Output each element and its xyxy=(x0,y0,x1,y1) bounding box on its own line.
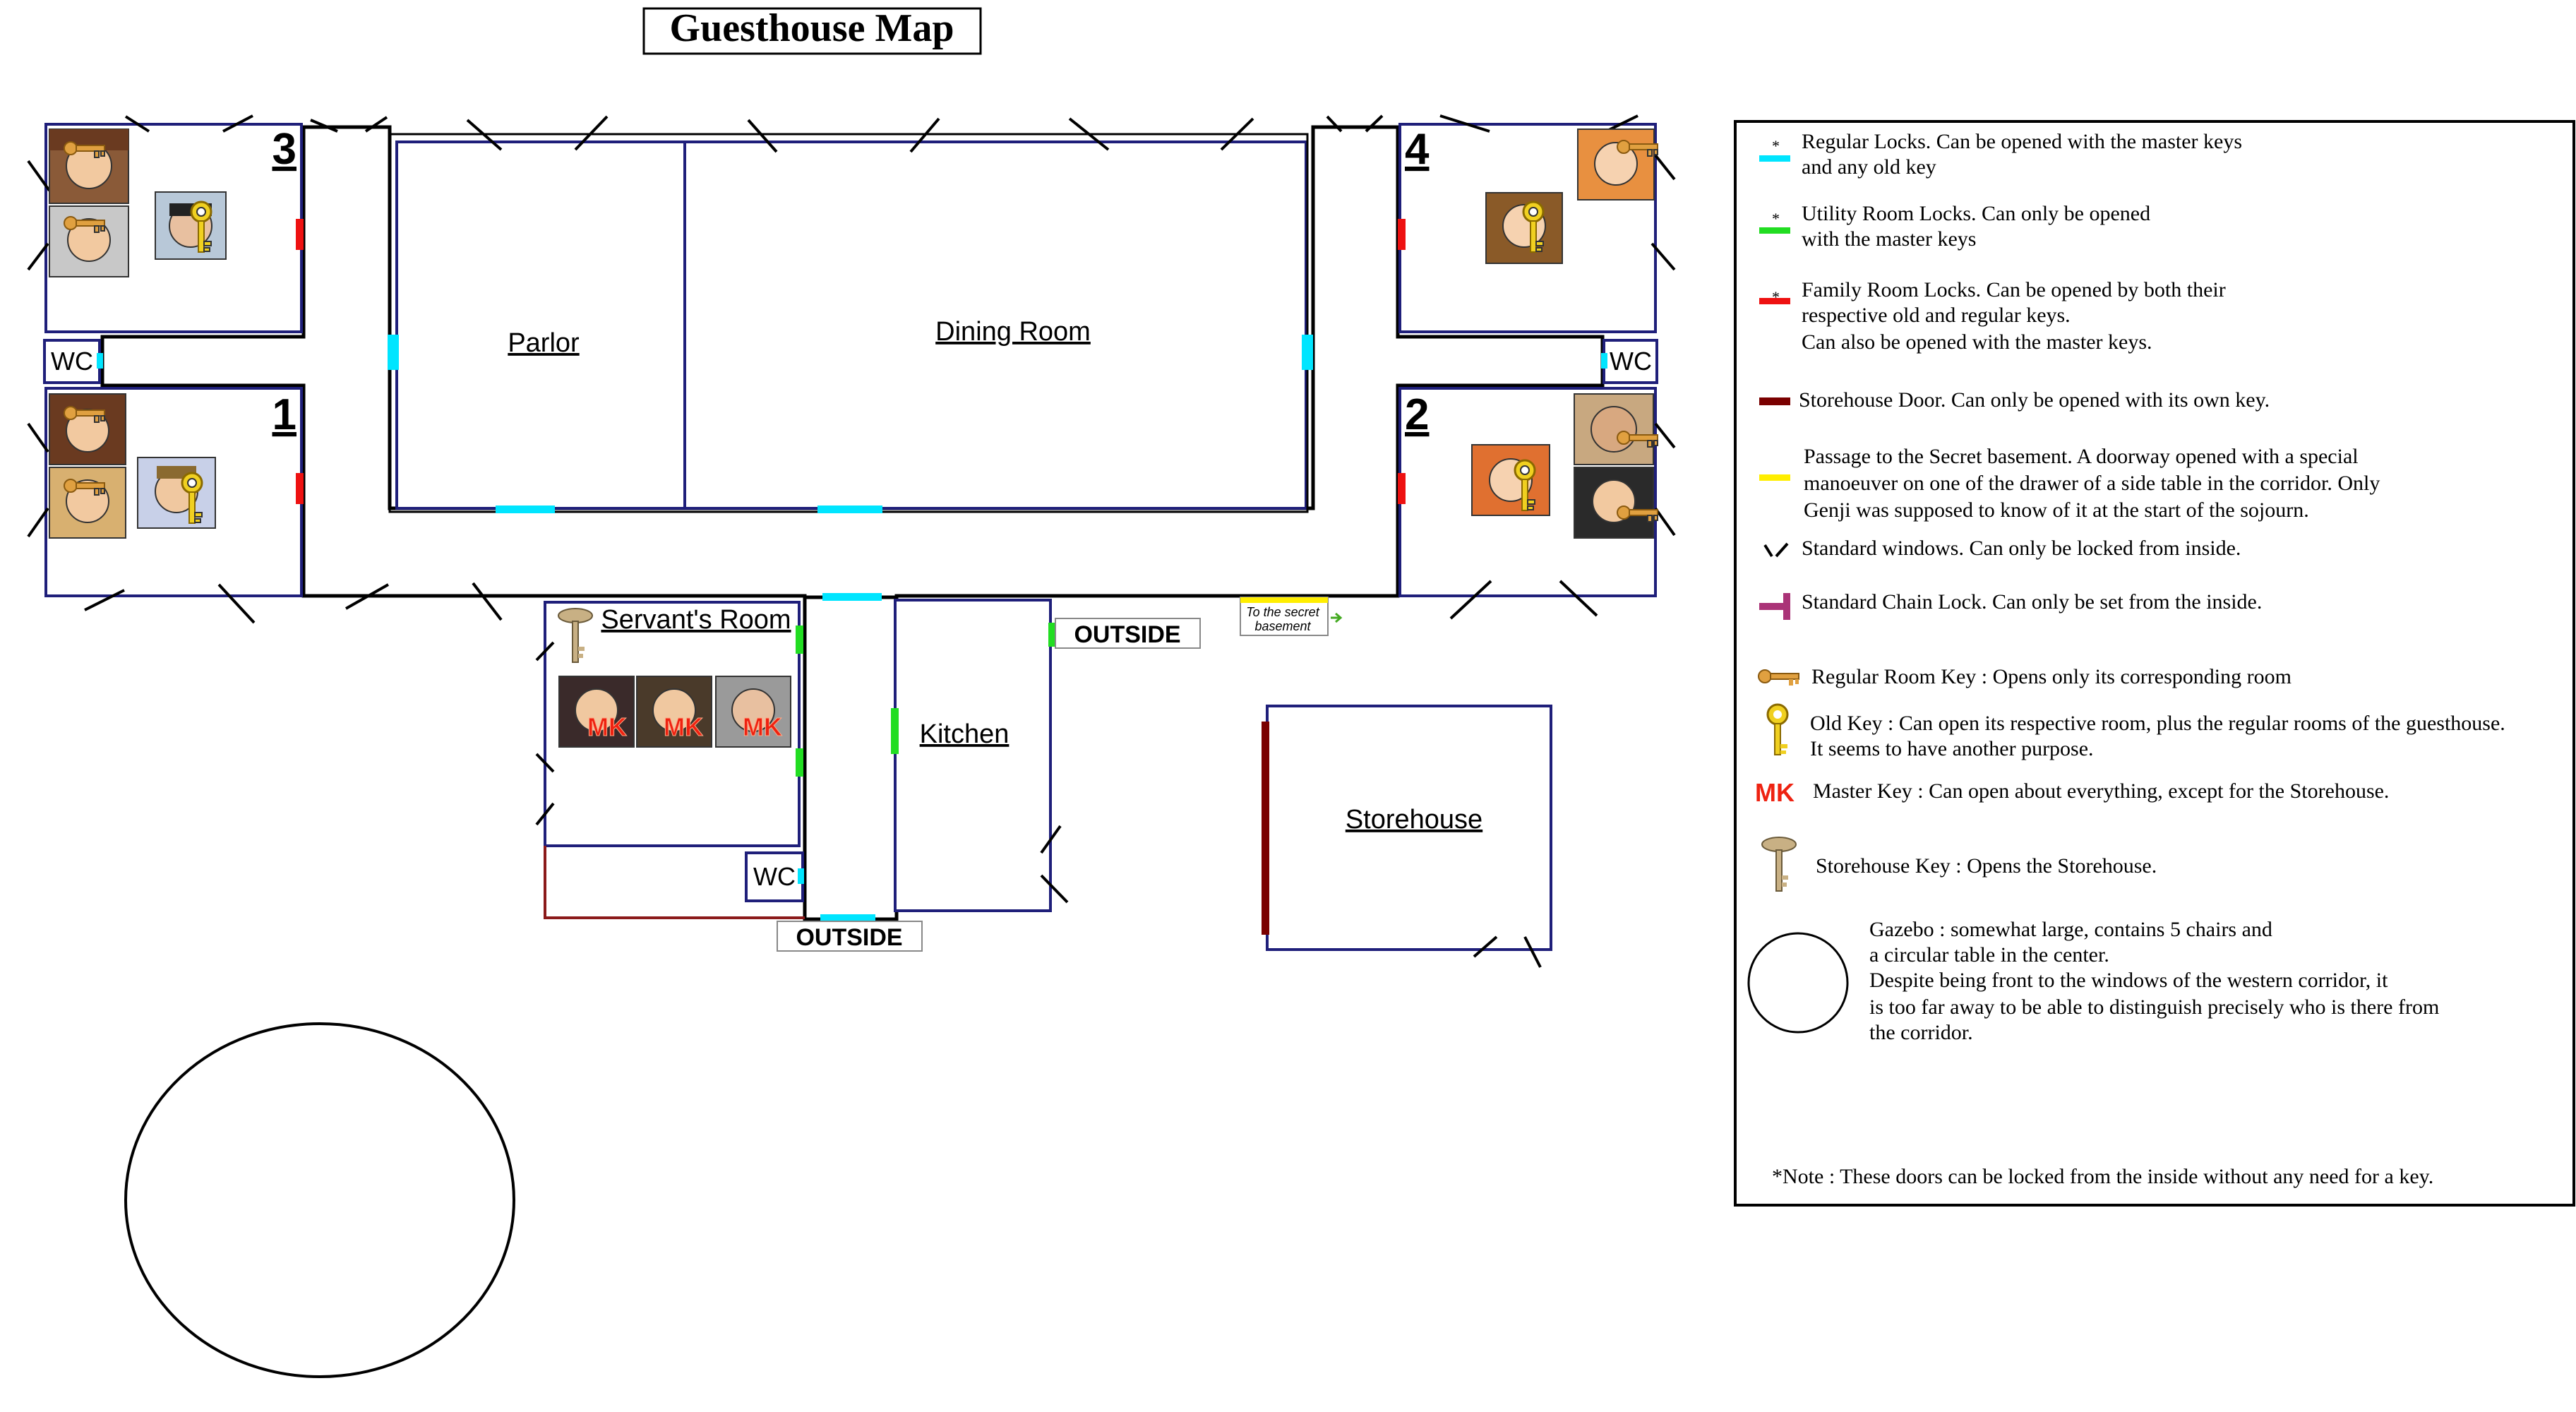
legend-chain-lock: Standard Chain Lock. Can only be set fro… xyxy=(1802,590,2262,614)
legend-gazebo-1: Gazebo : somewhat large, contains 5 chai… xyxy=(1869,918,2272,941)
regular-lock-swatch xyxy=(1759,155,1790,162)
portrait-room3-b xyxy=(49,205,129,277)
kitchen-label: Kitchen xyxy=(920,719,1010,749)
master-key-marks: MK MK MK xyxy=(587,712,783,742)
portrait-room4-b xyxy=(1485,192,1563,264)
legend-secret-passage-3: Genji was supposed to know of it at the … xyxy=(1804,498,2309,522)
room-4-number: 4 xyxy=(1405,125,1430,174)
storehouse-door xyxy=(1262,722,1269,935)
master-key-icon: MK xyxy=(587,712,627,741)
portrait-room1-a xyxy=(49,393,126,465)
arrow-right-icon xyxy=(1331,612,1343,623)
legend-master-key: Master Key : Can open about everything, … xyxy=(1813,779,2389,803)
legend-storehouse-door: Storehouse Door. Can only be opened with… xyxy=(1799,388,2270,412)
master-key-icon: MK xyxy=(664,712,703,741)
legend-secret-passage-2: manoeuver on one of the drawer of a side… xyxy=(1804,472,2380,495)
legend-old-key-1: Old Key : Can open its respective room, … xyxy=(1810,712,2505,735)
legend-secret-passage-1: Passage to the Secret basement. A doorwa… xyxy=(1804,445,2359,468)
outside-south-sign: OUTSIDE xyxy=(777,921,923,952)
outside-east-label: OUTSIDE xyxy=(1074,621,1180,648)
portrait-room1-c xyxy=(137,457,216,529)
portrait-servant-c xyxy=(715,676,791,748)
legend-windows: Standard windows. Can only be locked fro… xyxy=(1802,537,2241,560)
storehouse-label: Storehouse xyxy=(1346,805,1482,834)
secret-passage-swatch xyxy=(1759,474,1790,481)
legend-gazebo-3: Despite being front to the windows of th… xyxy=(1869,969,2388,992)
utility-lock-swatch xyxy=(1759,227,1790,234)
legend-family-locks-1: Family Room Locks. Can be opened by both… xyxy=(1802,278,2226,301)
parlor-dining-block xyxy=(388,133,1309,513)
storehouse-door-swatch xyxy=(1759,397,1790,405)
legend-regular-key: Regular Room Key : Opens only its corres… xyxy=(1811,665,2292,688)
parlor-label: Parlor xyxy=(508,328,580,358)
family-lock-swatch xyxy=(1759,298,1790,304)
portrait-room3-c xyxy=(155,191,227,260)
master-key-icon: MK xyxy=(743,712,782,741)
legend-regular-locks-2: and any old key xyxy=(1802,155,1936,179)
outside-east-sign: OUTSIDE xyxy=(1055,618,1201,649)
room-1-number: 1 xyxy=(272,390,296,439)
outside-south-label: OUTSIDE xyxy=(796,924,902,951)
character-portraits xyxy=(49,128,1658,748)
asterisk-icon: * xyxy=(1772,210,1780,227)
portrait-room2-c xyxy=(1471,444,1550,516)
utility-locks xyxy=(796,623,1056,777)
wc-rooms xyxy=(43,339,1658,902)
wc-servant-label: WC xyxy=(753,862,796,891)
asterisk-icon: * xyxy=(1772,137,1780,155)
legend-utility-locks-1: Utility Room Locks. Can only be opened xyxy=(1802,202,2150,225)
wc-left-label: WC xyxy=(51,347,93,376)
servants-room-label: Servant's Room xyxy=(601,605,791,635)
legend-gazebo-5: the corridor. xyxy=(1869,1021,1973,1044)
chain-lock-icon xyxy=(1759,593,1790,620)
portrait-room4-a xyxy=(1577,128,1658,201)
gazebo-icon xyxy=(1747,932,1849,1034)
master-key-icon: MK xyxy=(1755,778,1795,807)
window-icon xyxy=(1763,542,1789,558)
legend-storehouse-key: Storehouse Key : Opens the Storehouse. xyxy=(1816,854,2157,878)
secret-basement-marker: To the secret basement xyxy=(1240,597,1343,636)
asterisk-icon: * xyxy=(1772,288,1780,306)
legend-gazebo-2: a circular table in the center. xyxy=(1869,943,2109,967)
map-title: Guesthouse Map xyxy=(642,6,982,55)
legend-regular-locks-1: Regular Locks. Can be opened with the ma… xyxy=(1802,130,2242,153)
legend-old-key-2: It seems to have another purpose. xyxy=(1810,737,2094,760)
portrait-room3-a xyxy=(49,128,129,204)
service-rooms xyxy=(544,599,1552,951)
portrait-servant-b xyxy=(636,676,712,748)
wc-right-label: WC xyxy=(1610,347,1652,376)
secret-basement-label-1: To the secret xyxy=(1246,605,1319,619)
portrait-room1-b xyxy=(49,467,126,539)
legend-family-locks-3: Can also be opened with the master keys. xyxy=(1802,330,2152,354)
map-title-text: Guesthouse Map xyxy=(670,6,954,50)
regular-locks xyxy=(97,335,1607,922)
legend-gazebo-4: is too far away to be able to distinguis… xyxy=(1869,995,2439,1019)
portrait-room2-b xyxy=(1574,467,1658,539)
legend-family-locks-2: respective old and regular keys. xyxy=(1802,304,2071,327)
family-locks xyxy=(296,219,1406,504)
secret-basement-label-2: basement xyxy=(1254,619,1311,633)
room-3-number: 3 xyxy=(272,125,296,174)
dining-room-label: Dining Room xyxy=(935,317,1091,347)
legend: * Regular Locks. Can be opened with the … xyxy=(1734,120,2575,1207)
legend-note: *Note : These doors can be locked from t… xyxy=(1772,1165,2433,1188)
windows xyxy=(27,114,1676,968)
portrait-servant-a xyxy=(558,676,635,748)
gazebo xyxy=(124,1022,515,1378)
legend-utility-locks-2: with the master keys xyxy=(1802,227,1976,251)
portrait-room2-a xyxy=(1574,393,1658,465)
legend-box xyxy=(1734,120,2575,1207)
room-2-number: 2 xyxy=(1405,390,1429,439)
